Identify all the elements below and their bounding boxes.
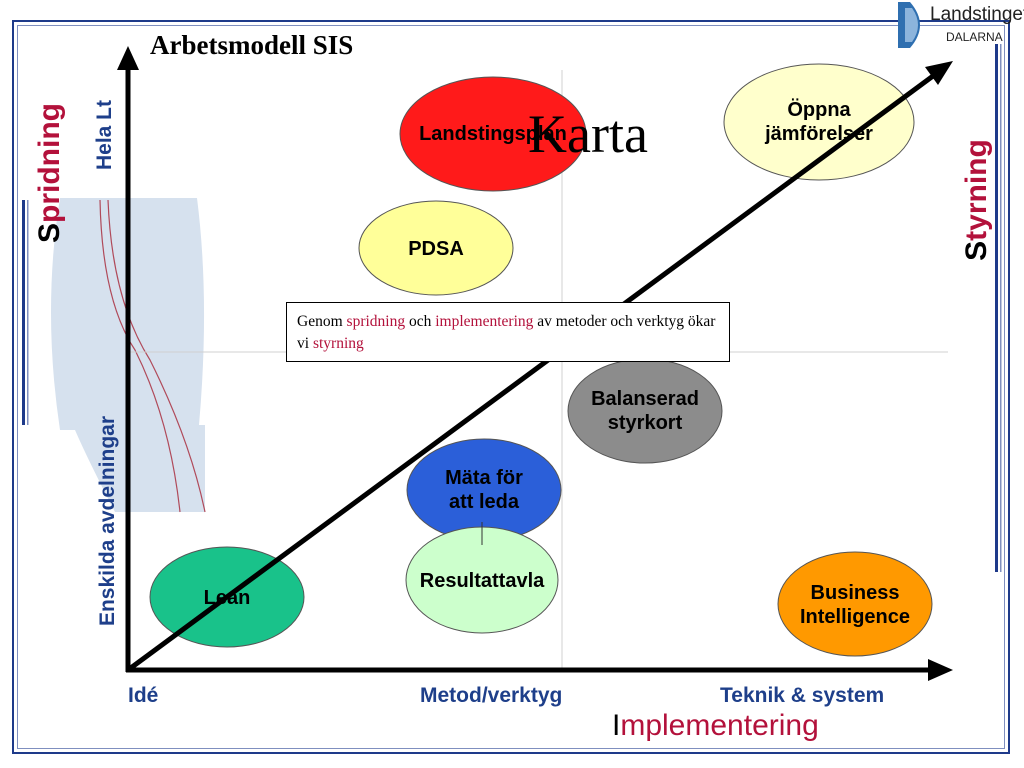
overlay-word: Karta [528,104,648,164]
textbox-highlight: i [435,313,440,330]
node-pdsa [358,200,514,296]
background-curve-2 [107,199,206,513]
label-lean: Lean [203,587,251,609]
right-axis-title: Styrning [960,120,996,280]
textbox-highlight: s [312,335,319,352]
label-resultattavla: Resultattavla [419,570,545,592]
textbox-highlight: tyrning [318,335,364,352]
node-business [777,551,933,657]
label-business: Business Intelligence [799,582,911,628]
left-decor-bar [22,200,25,425]
diagonal-arrow-line [126,73,935,673]
textbox-part: Genom [297,313,347,330]
slide-frame-outer [12,20,1010,754]
textbox-highlight: mplementering [439,313,534,330]
left-axis-title-rest: pridning [33,103,66,223]
label-pdsa: PDSA [408,238,464,260]
label-mata: Mäta för att leda [445,467,523,513]
explanation-textbox: Genom spridning och implementering av me… [286,302,730,362]
y-axis-top-label: Hela Lt [93,100,116,171]
x-label-ide: Idé [128,684,159,707]
y-axis-bottom-label: Enskilda avdelningar [96,415,119,627]
textbox-part: och [405,313,436,330]
bottom-axis-title: Implementering [612,709,819,743]
left-decor-bar-thin [27,200,29,425]
node-oppna [723,63,915,181]
background-curve-1 [99,199,181,513]
textbox-part: av metoder och verktyg ökar vi [297,313,716,352]
bottom-axis-title-rest: mplementering [620,709,819,742]
left-axis-title: Spridning [33,90,69,256]
logo-mark-inner [905,8,918,42]
logo-name: Landstinget [930,4,1024,25]
node-landstingsplan [399,76,587,192]
logo-region: DALARNA [946,30,1003,44]
slide-frame-inner [17,25,1005,749]
label-oppna: Öppna jämförelser [765,99,873,145]
slide-title: Arbetsmodell SIS [150,30,354,60]
left-axis-title-initial: S [33,222,66,243]
right-decor-bar [995,44,998,572]
label-landstingsplan: Landstingsplan [419,123,567,145]
x-label-teknik: Teknik & system [720,684,885,707]
label-balanserad: Balanserad styrkort [591,388,699,434]
x-axis-arrow [928,659,953,681]
right-axis-title-initial: S [960,240,993,261]
textbox-highlight: s [346,313,353,330]
right-axis-title-rest: tyrning [960,139,993,241]
x-label-metod: Metod/verktyg [420,684,563,707]
y-axis-arrow [117,46,139,70]
bottom-axis-title-initial: I [612,709,621,742]
textbox-highlight: pridning [352,313,406,330]
right-decor-bar-thin [1000,44,1002,572]
diagonal-arrow-head [925,61,953,85]
